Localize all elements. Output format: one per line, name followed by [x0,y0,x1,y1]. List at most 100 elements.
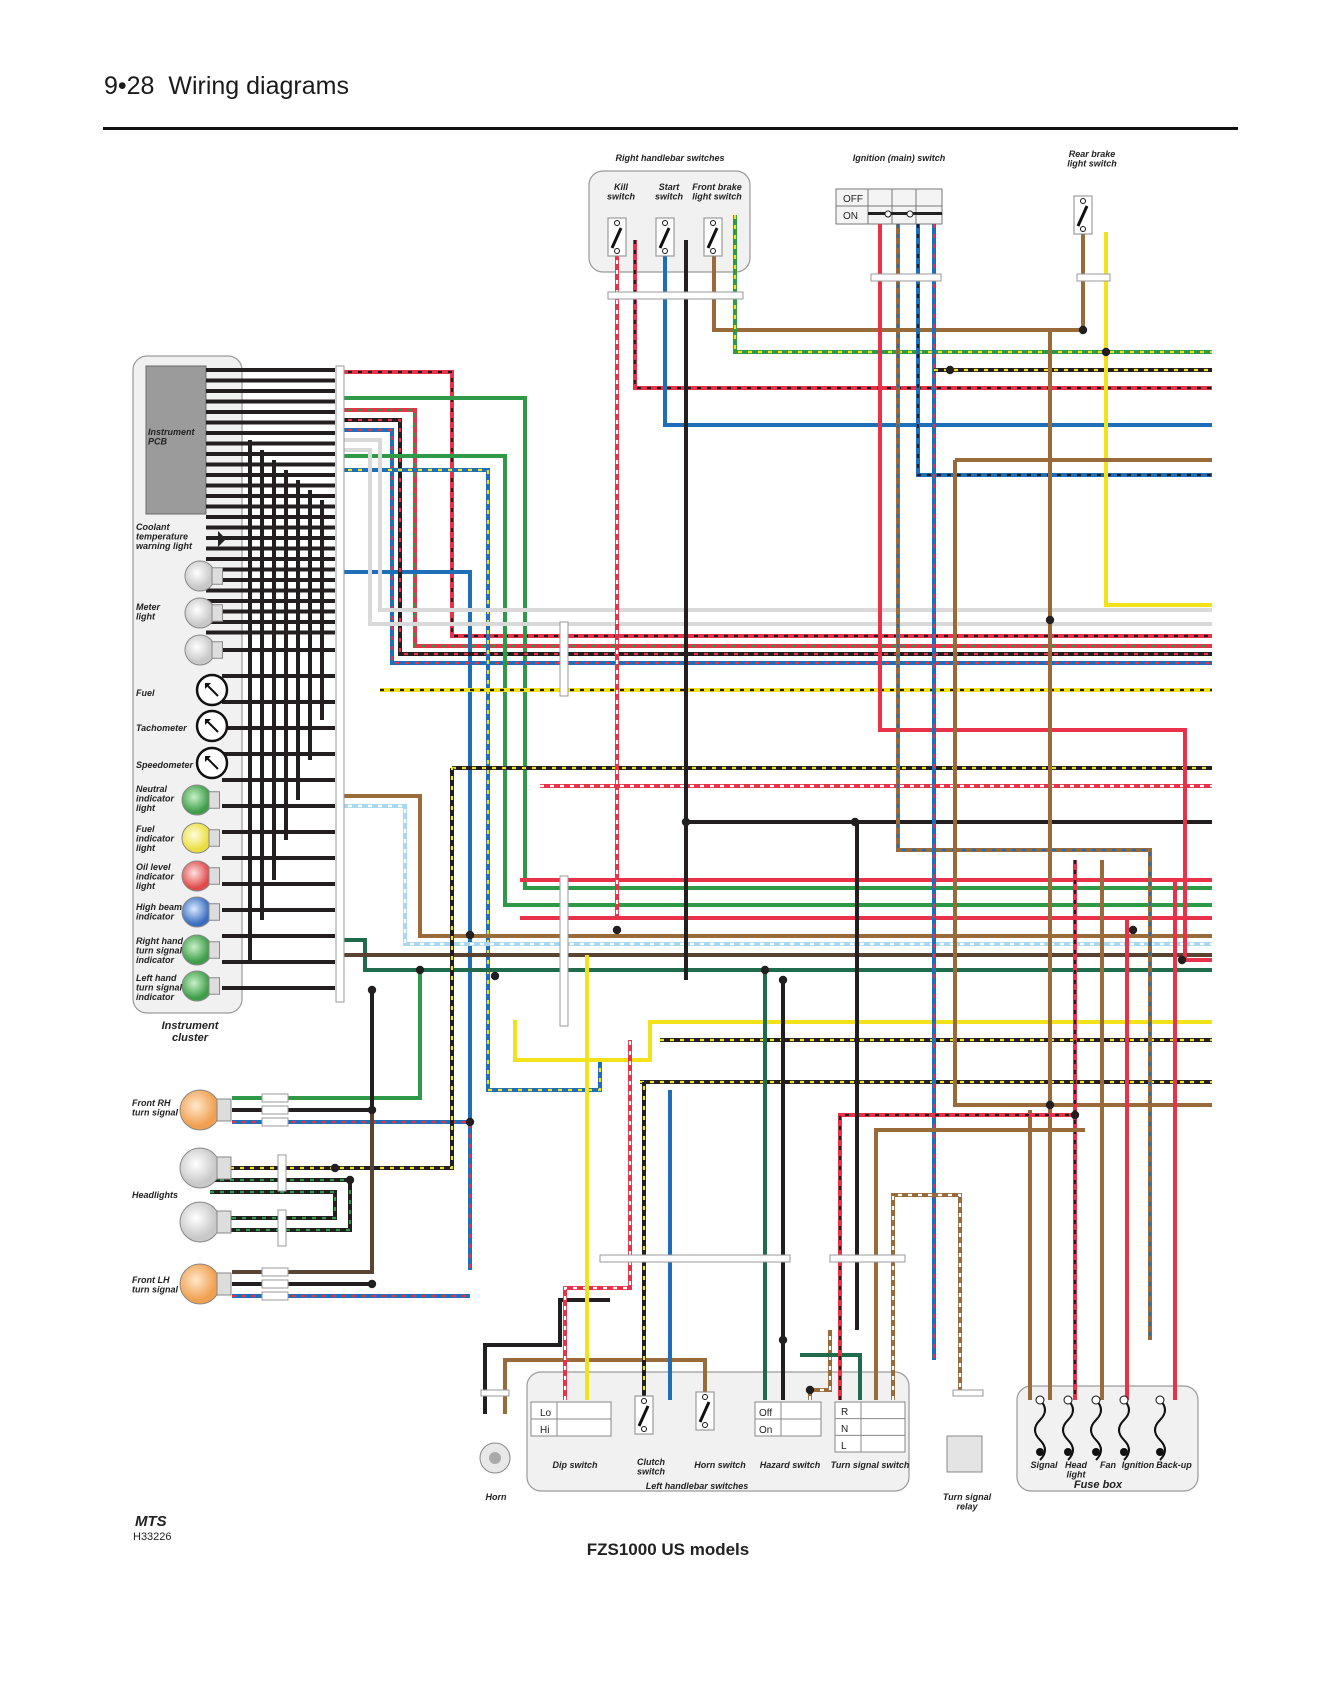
label-front-rh-turn: turn signal [132,1108,179,1118]
fuel-gauge [195,673,229,707]
label-left-handlebar-switches: Left handlebar switches [646,1481,749,1491]
label-fuse-fan: Fan [1100,1460,1117,1470]
label-clutch-switch: Clutch [637,1457,666,1467]
wire-yellow-loop [513,1020,1212,1062]
connector-cluster [335,365,345,1003]
page-header: 9•28 Wiring diagrams [104,72,349,101]
label-turn-r: R [841,1407,848,1418]
hazard-switch-grid [754,1401,822,1437]
junction-dot [681,817,691,827]
connector-ignition [870,273,942,282]
label-hazard-off: Off [759,1408,772,1419]
oil-level-light [181,860,220,892]
label-instrument-cluster: Instrument [162,1020,220,1032]
connector-left-1 [599,1254,791,1263]
junction-dot [367,985,377,995]
junction-dot [1045,1100,1055,1110]
connector-head-2 [277,1209,287,1247]
label-front-rh-turn: Front RH [132,1098,171,1108]
wire-grey-1 [338,438,1212,612]
label-hazard-on: On [759,1425,772,1436]
left-turn-indicator [181,970,220,1002]
junction-dot [612,925,622,935]
label-front-brake-switch: light switch [692,192,742,202]
page-number: 9•28 [104,72,155,100]
ignition-blue-black [916,224,1212,477]
connector-left-2 [829,1254,906,1263]
label-turn-l: L [841,1441,847,1452]
label-turn-relay: relay [956,1502,978,1512]
label-right-turn: Right hand [136,936,183,946]
diagram-caption: FZS1000 US models [586,1540,750,1559]
label-turn-relay: Turn signal [943,1492,992,1502]
head-1 [210,768,454,1170]
connector-right-handlebar [607,291,744,300]
label-fuel-indicator: Fuel [136,824,155,834]
front-brake-switch-symbol [703,217,723,257]
label-tachometer: Tachometer [136,723,187,733]
label-neutral: Neutral [136,784,168,794]
coolant-led-icon [218,531,226,547]
horn-center [489,1452,501,1464]
fuse-symbol [1090,1395,1102,1461]
mts-logo: MTS [135,1513,167,1530]
wire-red-green-1 [338,408,1212,648]
label-front-lh-turn: turn signal [132,1285,179,1295]
wire-blue-red [338,428,1212,665]
label-ignition-on: ON [843,211,858,222]
label-oil-level: light [136,881,156,891]
instrument-cluster-box [132,355,243,1014]
frh-black [232,990,374,1112]
instrument-pcb [145,365,207,515]
meter-light-bulb-2 [184,597,223,629]
component-marks [179,195,1187,1474]
turn-brown [874,1128,1085,1400]
horn-brown [503,1358,707,1414]
label-ignition-off: OFF [843,194,863,205]
ignition-switch [835,188,943,225]
wire-green-1 [338,396,1212,890]
connector-turn [261,1117,289,1127]
label-hazard-switch: Hazard switch [760,1460,821,1470]
label-right-handlebar-switches: Right handlebar switches [615,153,724,163]
tachometer-gauge [195,709,229,743]
headlight-bulb-2 [179,1201,232,1243]
label-meter-light: light [136,612,156,622]
ignition-red [878,224,1212,962]
label-meter-light: Meter [136,602,161,612]
right-turn-indicator [181,934,220,966]
junction-dot [1070,1110,1080,1120]
junction-dot [1101,347,1111,357]
front-brake-wire-1 [712,240,1050,332]
fuse-symbol [1154,1395,1166,1461]
label-start-switch: Start [659,182,681,192]
label-turn-switch: Turn signal switch [831,1460,910,1470]
label-fuel: Fuel [136,688,155,698]
label-neutral: light [136,803,156,813]
label-fuel-indicator: indicator [136,834,175,844]
label-high-beam: High beam [136,902,182,912]
wire-grey-2 [338,448,1212,626]
diagram-labels: Right handlebar switchesKillswitchStarts… [132,149,1192,1512]
label-right-turn: indicator [136,955,175,965]
meter-light-bulb-3 [184,634,223,666]
hazard-brown [808,1330,832,1400]
label-fuse-box: Fuse box [1074,1479,1123,1491]
clutch-switch-symbol [634,1395,654,1435]
junction-dot [465,930,475,940]
label-oil-level: indicator [136,872,175,882]
junction-dot [1177,955,1187,965]
connector-relay [952,1389,984,1397]
diagram-ref: H33226 [133,1531,172,1543]
connector-rear-brake [1076,273,1111,282]
label-coolant-light: temperature [136,532,188,542]
turn-red [838,1113,1075,1400]
front-lh-turn-bulb [179,1263,232,1305]
label-ignition-switch: Ignition (main) switch [853,153,946,163]
fuse-symbol [1118,1395,1130,1461]
label-front-brake-switch: Front brake [692,182,742,192]
fuse-symbol [1062,1395,1074,1461]
label-fuse-ignition: Ignition [1122,1460,1155,1470]
neutral-light [181,784,220,816]
